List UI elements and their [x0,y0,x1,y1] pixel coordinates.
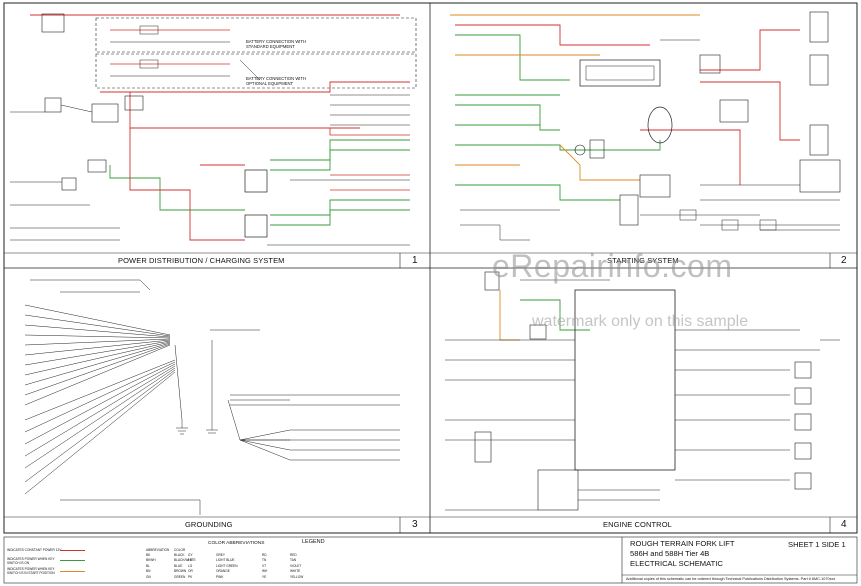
legend-swatch-constant [60,550,85,551]
color-abbr-name: YELLOW [290,574,304,579]
color-abbr-code: VT [262,563,267,568]
color-abbr-name: GREY [216,553,226,557]
color-abbr-name: ORANGE [216,569,230,574]
note-battery-standard: BATTERY CONNECTION WITH STANDARD EQUIPME… [246,39,307,49]
color-abbr-name: TAN [290,558,297,563]
color-abbr-name: VIOLET [290,563,302,568]
panel-title-grounding: GROUNDING [185,520,233,529]
legend-entry-constant: INDICATES CONSTANT POWER 12V [7,548,62,552]
color-abbr-code: YE [262,574,267,579]
grounding-wiring [24,279,400,515]
color-abbr-code: GY [188,553,193,557]
legend-swatch-key-on [60,560,85,561]
color-abbr-name: LIGHT GREEN [216,563,238,568]
color-abbr-code: RD [262,553,267,557]
color-abbr-code: BKWH [146,558,156,563]
color-abbr-code: WH [262,569,268,574]
panel-title-starting-system: STARTING SYSTEM [607,256,679,265]
legend-swatch-start [60,571,85,572]
power-distribution-wiring [10,13,417,246]
color-abbr-name: WHITE [290,569,301,574]
title-block-frame [3,536,858,584]
watermark-site: eRepairinfo.com [492,248,733,284]
title-line-1: ROUGH TERRAIN FORK LIFT [630,539,735,548]
color-abbr-name: BLACK [174,553,185,557]
panel-number-1: 1 [412,255,418,266]
color-abbreviations-title: COLOR ABBREVIATIONS [208,541,265,546]
panel-number-2: 2 [841,255,847,266]
color-abbr-code: BL [146,563,150,568]
color-abbr-name: RED [290,553,297,557]
panel-number-3: 3 [412,519,418,530]
color-abbr-name: BLUE [174,563,183,568]
watermark-sample-text: watermark only on this sample [532,313,749,330]
note-battery-optional: BATTERY CONNECTION WITH OPTIONAL EQUIPME… [246,76,307,86]
engine-control-wiring [445,271,840,511]
abbr-header: ABBREVIATION [146,548,170,552]
color-abbr-code: GN [146,574,151,579]
color-abbr-code: PK [188,574,193,579]
color-abbr-name: BROWN [174,569,187,574]
color-abbr-code: BN [146,569,151,574]
color-abbr-code: LB [188,558,192,563]
ordering-footnote: Additional copies of this schematic can … [626,577,836,581]
legend-entry-start: INDICATES POWER WHEN KEY SWITCH IS IN ST… [7,567,55,575]
color-abbr-name: GREEN [174,574,186,579]
panel-number-4: 4 [841,519,847,530]
color-abbr-code: TN [262,558,267,563]
panel-title-engine-control: ENGINE CONTROL [603,520,672,529]
color-abbr-code: BK [146,553,151,557]
panel-title-power-distribution: POWER DISTRIBUTION / CHARGING SYSTEM [118,256,285,265]
color-header: COLOR [174,548,186,552]
color-abbr-name: LIGHT BLUE [216,558,235,563]
title-line-3: ELECTRICAL SCHEMATIC [630,559,723,568]
color-abbr-name: PINK [216,574,224,579]
legend-entry-key-on: INDICATES POWER WHEN KEY SWITCH IS ON [7,557,55,565]
legend-title: LEGEND [302,539,325,545]
starting-system-wiring [450,11,841,241]
color-abbr-name: BLACK/WHITE [174,558,196,563]
sheet-indicator: SHEET 1 SIDE 1 [788,540,846,549]
color-abbr-code: OR [188,569,193,574]
color-abbr-code: LG [188,563,193,568]
title-line-2: 586H and 588H Tier 4B [630,549,710,558]
